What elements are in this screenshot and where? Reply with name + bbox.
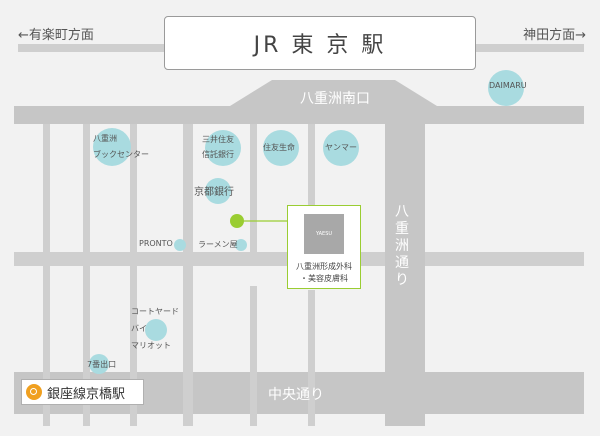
- label-courtyard-1: コートヤード: [131, 307, 179, 316]
- landmark-circle-yanmar: [323, 130, 359, 166]
- landmark-circle-mitsui-sumitomo: [205, 130, 241, 166]
- label-pronto: PRONTO: [139, 239, 173, 248]
- label-exit7: 7番出口: [87, 360, 117, 369]
- label-ramen: ラーメン屋: [198, 240, 238, 249]
- clinic-name-line1: 八重洲形成外科: [296, 262, 352, 271]
- landmark-circle-ramen: [235, 239, 247, 251]
- landmark-circle-courtyard: [145, 319, 167, 341]
- label-sumitomo-life: 住友生命: [263, 143, 295, 152]
- label-daimaru: DAIMARU: [489, 81, 527, 90]
- landmark-circle-sumitomo-life: [263, 130, 299, 166]
- station-title: JR 東 京 駅: [253, 33, 387, 58]
- clinic-location-marker[interactable]: [230, 214, 244, 228]
- label-book-center-1: 八重洲: [93, 134, 117, 143]
- label-mitsui-sumitomo-2: 信託銀行: [202, 150, 234, 159]
- landmark-circle-daimaru: [488, 70, 524, 106]
- road-yaesu-south-exit: [14, 106, 584, 124]
- road-vertical-3: [130, 124, 137, 426]
- subway-ginza-line-icon: [26, 384, 42, 400]
- landmark-circle-pronto: [174, 239, 186, 251]
- label-chuo-street: 中央通り: [268, 387, 324, 403]
- clinic-info-box[interactable]: YAESU 八重洲形成外科 ・美容皮膚科: [287, 205, 361, 289]
- road-vertical-4: [183, 124, 193, 426]
- label-yaesu-south-exit: 八重洲南口: [300, 91, 370, 107]
- road-vertical-5b: [250, 286, 257, 426]
- road-vertical-6b: [308, 290, 315, 426]
- label-kyoto-bank: 京都銀行: [194, 187, 234, 198]
- label-yaesu-street: 八重洲通り: [395, 204, 409, 288]
- label-courtyard-2: バイ: [131, 324, 147, 333]
- landmark-circle-book-center: [93, 128, 131, 166]
- subway-station-badge[interactable]: 銀座線京橋駅: [21, 379, 144, 405]
- label-yanmar: ヤンマー: [325, 143, 357, 152]
- road-vertical-2: [83, 124, 90, 426]
- road-vertical-5: [250, 124, 257, 254]
- tokyo-station-box: JR 東 京 駅: [164, 16, 476, 70]
- landmark-circle-exit7: [89, 354, 109, 374]
- clinic-building-photo: YAESU: [304, 214, 344, 254]
- subway-station-label: 銀座線京橋駅: [47, 386, 126, 402]
- rail-line-right: [476, 44, 584, 52]
- road-yaesu-street: [385, 124, 425, 426]
- label-courtyard-3: マリオット: [131, 341, 171, 350]
- clinic-logo-text: YAESU: [315, 231, 333, 237]
- label-book-center-2: ブックセンター: [93, 150, 149, 159]
- direction-yurakucho: ←有楽町方面: [18, 28, 94, 43]
- direction-kanda: 神田方面→: [523, 28, 586, 43]
- road-vertical-1: [43, 124, 50, 426]
- landmark-circle-kyoto-bank: [205, 178, 231, 204]
- rail-line-left: [18, 44, 164, 52]
- road-vertical-6: [308, 124, 315, 206]
- label-mitsui-sumitomo-1: 三井住友: [202, 135, 234, 144]
- clinic-name-line2: ・美容皮膚科: [300, 274, 348, 283]
